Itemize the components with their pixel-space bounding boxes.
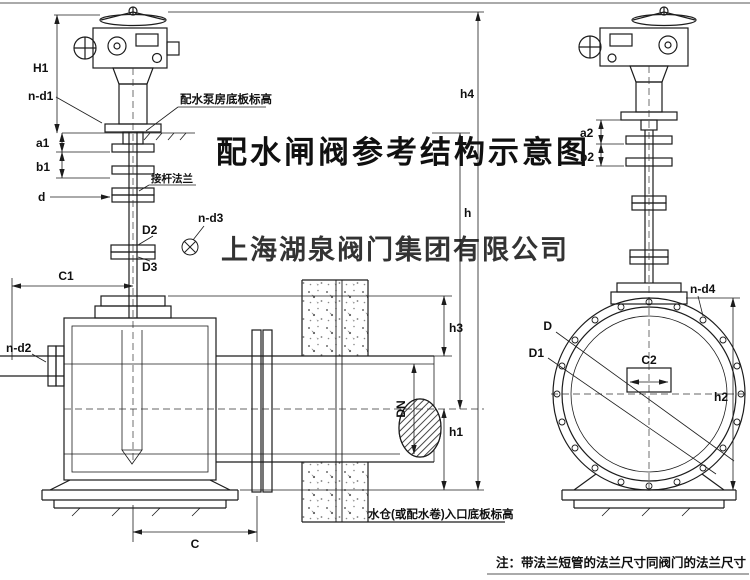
dim-label-C1: C1	[58, 269, 74, 283]
actuator-right	[578, 6, 697, 131]
dim-label-n-d4: n-d4	[690, 282, 716, 296]
dim-label-h1: h1	[449, 425, 463, 439]
dim-label-a1: a1	[36, 136, 50, 150]
dim-label-b2: b2	[580, 150, 594, 164]
dim-label-H1: H1	[33, 61, 49, 75]
valve-body-left	[63, 295, 217, 481]
dim-label-h3: h3	[449, 321, 463, 335]
dim-label-D3: D3	[142, 260, 158, 274]
dim-label-n-d1: n-d1	[28, 89, 54, 103]
drawing-title-overlay: 配水闸阀参考结构示意图	[216, 135, 590, 170]
outlet-pipe	[64, 280, 484, 522]
actuator-left	[73, 6, 180, 145]
flange-bolt-holes	[553, 298, 745, 490]
callout-pump-floor-elevation: 配水泵房底板标高	[180, 92, 272, 106]
dim-label-D2: D2	[142, 223, 158, 237]
inlet-stub-left	[0, 345, 65, 387]
dim-label-D1: D1	[529, 346, 545, 360]
dim-label-h2: h2	[714, 390, 728, 404]
dim-label-n-d2: n-d2	[6, 341, 32, 355]
labels: H1 n-d1 a1 b1 d D2 n-d3 D3 C1 n-d2 DN h3…	[6, 61, 746, 570]
base-left	[41, 479, 239, 517]
bolt-hole-symbol	[181, 238, 199, 256]
concrete-wall	[301, 279, 505, 523]
dim-label-n-d3: n-d3	[198, 211, 224, 225]
stem-right	[551, 66, 747, 490]
footnote-text: 注：带法兰短管的法兰尺寸同阀门的法兰尺寸	[496, 555, 747, 570]
dim-label-C: C	[191, 537, 200, 551]
dim-label-d: d	[38, 190, 45, 204]
dim-label-b1: b1	[36, 160, 50, 174]
dim-label-h4: h4	[460, 87, 474, 101]
dim-label-DN: DN	[394, 400, 408, 417]
dimension-lines	[11, 11, 740, 542]
callout-inlet-floor-elevation: 水仓(或配水卷)入口底板标高	[368, 507, 514, 521]
callout-stem-flange: 接杆法兰	[151, 172, 193, 185]
base-right	[561, 473, 737, 517]
valve-face-circle	[547, 297, 746, 491]
right-view	[547, 6, 747, 517]
dim-label-D: D	[543, 319, 552, 333]
left-view	[0, 6, 505, 523]
dim-label-h: h	[464, 206, 471, 220]
company-watermark: 上海湖泉阀门集团有限公司	[221, 234, 569, 265]
dim-label-a2: a2	[580, 126, 594, 140]
dim-label-C2: C2	[641, 353, 657, 367]
